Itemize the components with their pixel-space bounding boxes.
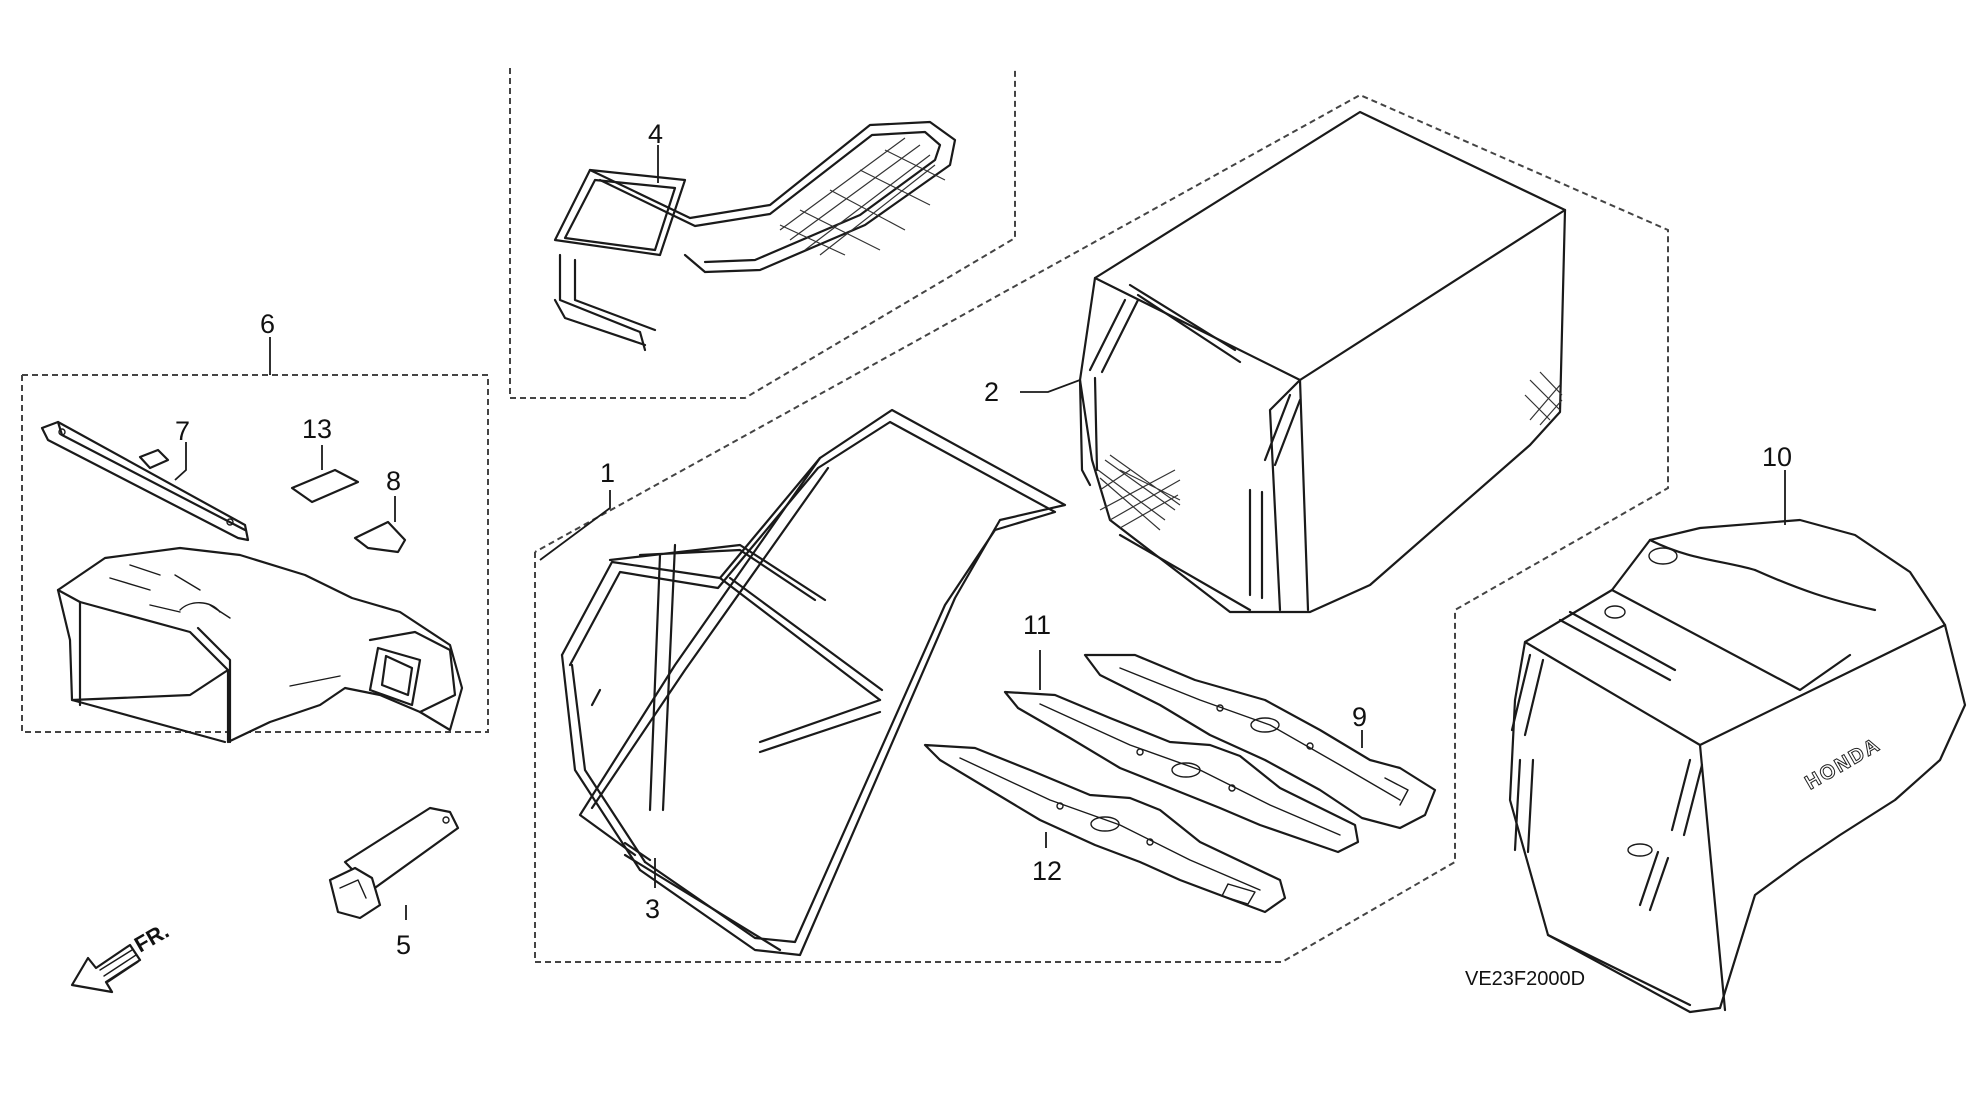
diagram-code: VE23F2000D <box>1465 968 1585 990</box>
group-box-part-4 <box>509 68 1016 399</box>
callout-1: 1 <box>600 458 615 488</box>
part-10-cover: HONDA <box>1508 518 1967 1014</box>
callout-12: 12 <box>1032 856 1062 886</box>
part-5-pin <box>328 806 460 920</box>
part-12-blade <box>923 743 1287 914</box>
part-4-bag-frame <box>553 120 957 352</box>
front-direction-arrow: FR. <box>70 918 173 994</box>
part-chute <box>56 546 464 744</box>
part-8-label <box>353 520 407 554</box>
callout-5: 5 <box>396 930 411 960</box>
part-13-label <box>290 468 360 504</box>
part-3-frame <box>560 408 1067 957</box>
callout-11: 11 <box>1023 610 1051 640</box>
part-7-plate <box>40 420 250 542</box>
callout-10: 10 <box>1762 442 1792 472</box>
callout-4: 4 <box>648 119 663 149</box>
callout-2: 2 <box>984 377 999 407</box>
callout-9: 9 <box>1352 702 1367 732</box>
callout-6: 6 <box>260 309 275 339</box>
part-9-blade <box>1083 653 1437 830</box>
group-box-kit-6 <box>21 374 489 733</box>
callout-7: 7 <box>175 416 190 446</box>
callout-8: 8 <box>386 466 401 496</box>
part-11-blade <box>1003 690 1360 854</box>
callout-13: 13 <box>302 414 332 444</box>
callout-3: 3 <box>645 894 660 924</box>
part-2-grass-bag <box>1078 110 1567 614</box>
direction-label: FR. <box>130 918 173 957</box>
